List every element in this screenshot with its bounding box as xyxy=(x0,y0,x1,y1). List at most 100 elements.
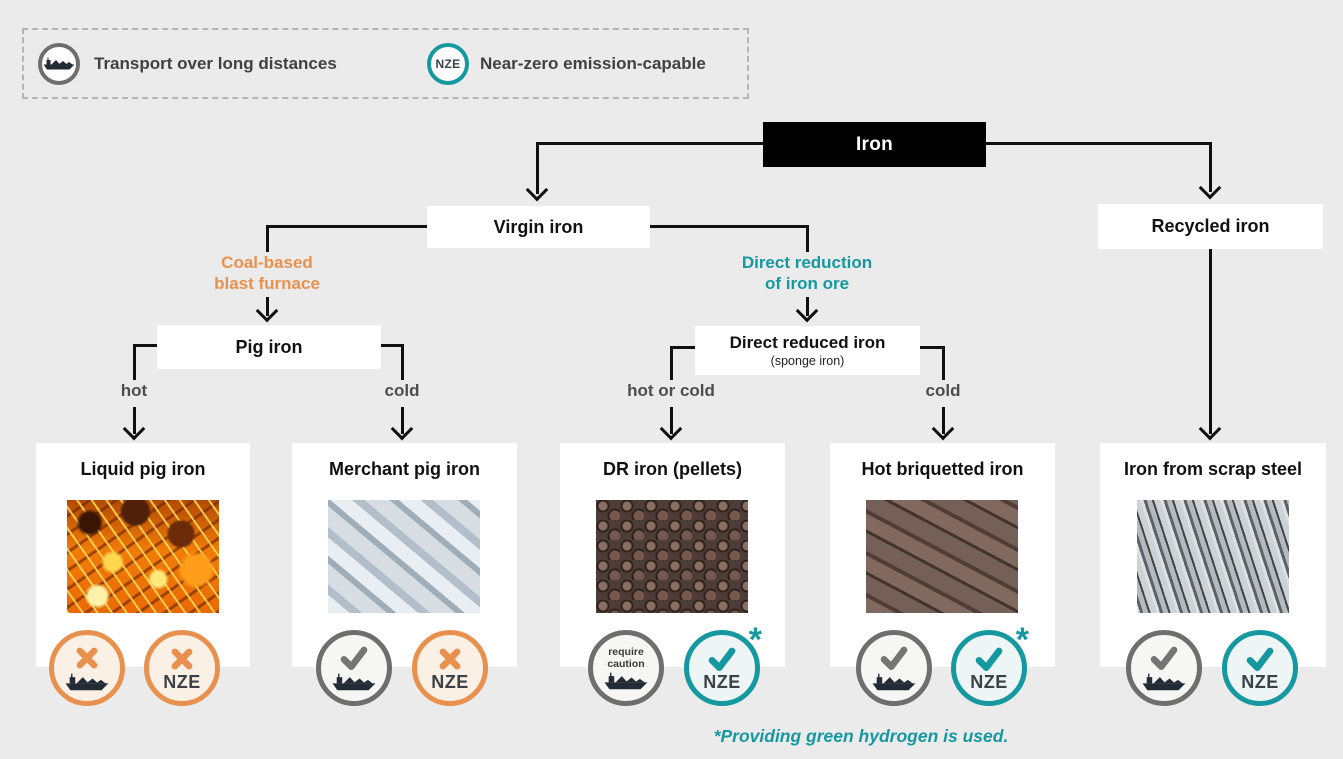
route-dr-line2: of iron ore xyxy=(764,274,850,293)
nze-badge-not-capable: NZE xyxy=(144,630,220,706)
card-merchant-pig-iron: Merchant pig iron xyxy=(292,443,517,667)
connector-line xyxy=(536,142,539,194)
arrowhead xyxy=(931,417,955,441)
asterisk-marker: * xyxy=(1015,621,1029,659)
caution-line2: caution xyxy=(607,658,645,670)
connector-line xyxy=(670,407,673,434)
route-coal-blast-furnace: Coal-based blast furnace xyxy=(167,252,367,294)
connector-line xyxy=(266,225,269,252)
connector-line xyxy=(670,346,673,380)
transport-badge-suitable xyxy=(1126,630,1202,706)
caution-line1: require xyxy=(608,645,644,658)
card-title: Iron from scrap steel xyxy=(1123,459,1303,479)
card-title: DR iron (pellets) xyxy=(602,459,742,479)
arrowhead xyxy=(795,299,819,323)
footnote: *Providing green hydrogen is used. xyxy=(713,726,1009,746)
merchant-pig-iron-photo xyxy=(328,500,480,613)
node-iron-label: Iron xyxy=(855,133,894,155)
card-hot-briquetted-iron: Hot briquetted iron xyxy=(830,443,1055,667)
connector-line xyxy=(986,142,1211,145)
connector-line xyxy=(920,346,943,349)
ship-icon xyxy=(65,673,109,691)
check-icon xyxy=(708,647,736,671)
cross-icon xyxy=(171,648,193,669)
node-recycled-iron-label: Recycled iron xyxy=(1151,216,1270,236)
transport-badge-suitable xyxy=(856,630,932,706)
connector-line xyxy=(1209,249,1212,434)
connector-line xyxy=(134,344,157,347)
connector-line xyxy=(537,142,763,145)
route-dr-line1: Direct reduction xyxy=(741,253,873,272)
cross-icon xyxy=(76,647,98,669)
dr-iron-pellets-photo xyxy=(596,500,748,613)
branch-cold: cold xyxy=(384,381,420,400)
connector-line xyxy=(381,344,402,347)
ship-icon xyxy=(1142,673,1186,691)
node-pig-iron: Pig iron xyxy=(157,325,381,369)
node-recycled-iron: Recycled iron xyxy=(1098,204,1323,249)
branch-hot-or-cold: hot or cold xyxy=(627,381,715,400)
check-icon xyxy=(1150,646,1178,671)
transport-badge-suitable xyxy=(316,630,392,706)
node-dri-sublabel: (sponge iron) xyxy=(770,354,845,368)
nze-badge-label: NZE xyxy=(970,671,1008,692)
arrowhead xyxy=(122,417,146,441)
nze-badge-capable: NZE * xyxy=(684,623,762,706)
check-icon xyxy=(340,646,368,671)
card-liquid-pig-iron: Liquid pig iron xyxy=(36,443,250,667)
ship-icon xyxy=(604,672,648,690)
nze-badge-label: NZE xyxy=(431,671,469,692)
transport-legend-badge xyxy=(38,42,80,85)
connector-line xyxy=(942,346,945,380)
nze-badge-label: NZE xyxy=(1241,671,1279,692)
connector-line xyxy=(133,407,136,434)
node-direct-reduced-iron: Direct reduced iron (sponge iron) xyxy=(695,326,920,375)
check-icon xyxy=(880,646,908,671)
connector-line xyxy=(401,344,404,380)
connector-line xyxy=(806,225,809,252)
cross-icon xyxy=(439,648,461,669)
route-coal-line2: blast furnace xyxy=(214,274,320,293)
route-coal-line1: Coal-based xyxy=(221,253,313,272)
connector-line xyxy=(401,407,404,434)
legend-box: Transport over long distances NZE Near-z… xyxy=(22,28,749,99)
node-virgin-iron-label: Virgin iron xyxy=(493,216,584,237)
connector-line xyxy=(650,225,807,228)
ship-icon xyxy=(872,673,916,691)
transport-badge-not-suitable xyxy=(49,630,125,706)
card-title: Hot briquetted iron xyxy=(861,459,1024,479)
card-dr-iron-pellets: DR iron (pellets) xyxy=(560,443,785,667)
connector-line xyxy=(267,225,427,228)
card-title: Merchant pig iron xyxy=(328,459,480,479)
nze-badge-not-capable: NZE xyxy=(412,630,488,706)
transport-legend-label: Transport over long distances xyxy=(94,53,337,73)
connector-line xyxy=(671,346,695,349)
arrowhead xyxy=(525,178,549,202)
ship-icon xyxy=(332,673,376,691)
nze-badge-capable: NZE * xyxy=(951,623,1029,706)
arrowhead xyxy=(659,417,683,441)
node-iron: Iron xyxy=(763,122,986,167)
nze-legend-label: Near-zero emission-capable xyxy=(480,53,706,73)
card-title: Liquid pig iron xyxy=(80,459,206,479)
check-icon xyxy=(975,647,1003,671)
nze-badge-label: NZE xyxy=(703,671,741,692)
arrowhead xyxy=(390,417,414,441)
route-direct-reduction: Direct reduction of iron ore xyxy=(707,252,907,294)
arrowhead xyxy=(255,299,279,323)
branch-hot: hot xyxy=(120,381,148,400)
node-virgin-iron: Virgin iron xyxy=(427,206,650,248)
connector-line xyxy=(942,407,945,434)
liquid-pig-iron-photo xyxy=(67,500,219,613)
connector-line xyxy=(1209,142,1212,192)
nze-legend-badge: NZE xyxy=(427,42,469,85)
ship-icon xyxy=(43,57,75,70)
asterisk-marker: * xyxy=(748,621,762,659)
nze-badge-label: NZE xyxy=(163,671,201,692)
card-iron-from-scrap-steel: Iron from scrap steel xyxy=(1100,443,1326,667)
caution-label: require caution xyxy=(607,646,644,670)
transport-badge-require-caution: require caution xyxy=(588,630,664,706)
arrowhead xyxy=(1198,417,1222,441)
connector-line xyxy=(133,344,136,380)
